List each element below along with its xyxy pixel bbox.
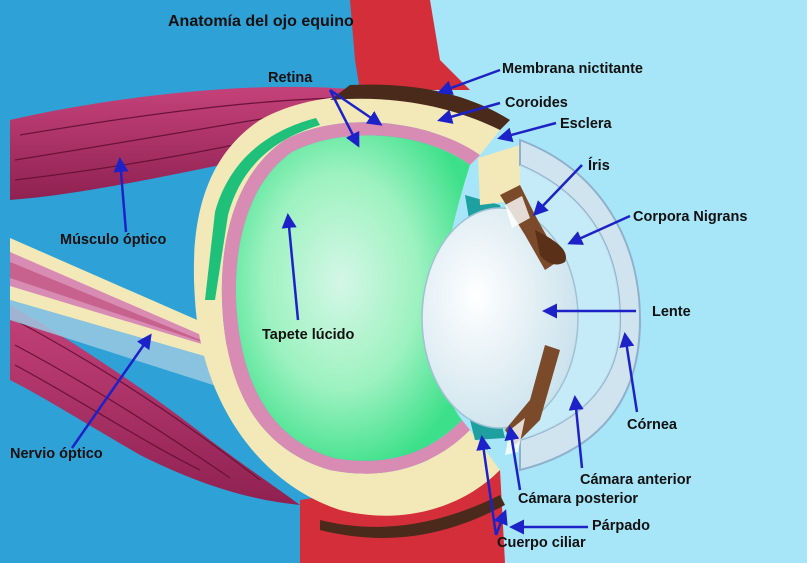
label-tapete-lucido: Tapete lúcido [262, 327, 354, 343]
label-coroides: Coroides [505, 95, 568, 111]
label-cornea: Córnea [627, 417, 677, 433]
label-musculo-optico: Músculo óptico [60, 232, 166, 248]
label-membrana-nictitante: Membrana nictitante [502, 61, 643, 77]
label-parpado: Párpado [592, 518, 650, 534]
title-band [0, 0, 370, 78]
label-iris: Íris [588, 158, 610, 174]
lens [422, 208, 578, 428]
label-esclera: Esclera [560, 116, 612, 132]
label-retina: Retina [268, 70, 312, 86]
label-cuerpo-ciliar: Cuerpo ciliar [497, 535, 586, 551]
label-nervio-optico: Nervio óptico [10, 446, 103, 462]
label-camara-anterior: Cámara anterior [580, 472, 691, 488]
diagram-title: Anatomía del ojo equino [168, 13, 354, 31]
label-lente: Lente [652, 304, 691, 320]
label-camara-posterior: Cámara posterior [518, 491, 638, 507]
label-corpora-nigrans: Corpora Nigrans [633, 209, 747, 225]
